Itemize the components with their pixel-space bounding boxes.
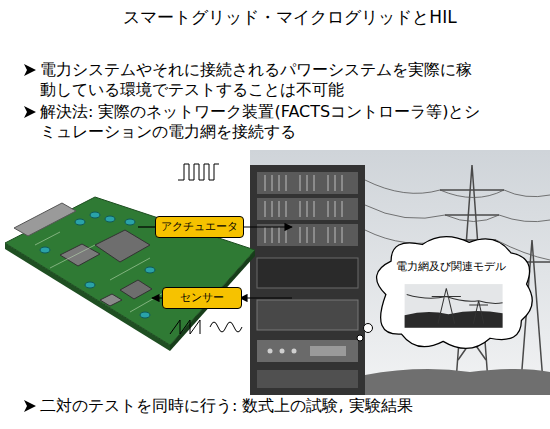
cable bbox=[365, 205, 550, 222]
chip bbox=[120, 280, 152, 299]
slot bbox=[265, 227, 342, 243]
grid-photo-towers bbox=[407, 288, 503, 323]
bubble bbox=[364, 324, 373, 333]
bullet-text: 二対のテストを同時に行う: 数式上の試験, 実験結果 bbox=[40, 396, 540, 416]
rack-module bbox=[257, 198, 358, 220]
bullet-text: 解決法: 実際のネットワーク装置(FACTSコントローラ等)とシミュレーションの… bbox=[40, 102, 485, 142]
connector bbox=[14, 203, 76, 236]
capacitor bbox=[105, 216, 115, 222]
cable bbox=[365, 180, 550, 198]
model-cloud: 電力網及び関連モデル bbox=[365, 232, 537, 357]
rack-module bbox=[257, 172, 358, 194]
actuator-box: アクチュエータ bbox=[155, 216, 244, 238]
rack-unit bbox=[257, 340, 358, 362]
pwm-wave bbox=[178, 164, 219, 180]
capacitor bbox=[145, 267, 155, 273]
rack-unit bbox=[257, 258, 358, 288]
controller-board bbox=[5, 197, 255, 351]
sensor-box: センサー bbox=[162, 287, 242, 309]
bubble bbox=[357, 335, 363, 341]
capacitor bbox=[85, 282, 95, 288]
bullet-marker bbox=[24, 64, 36, 76]
node-text: センサー bbox=[180, 291, 224, 305]
button bbox=[292, 349, 297, 354]
measurement-arrow bbox=[240, 297, 292, 298]
traces bbox=[35, 232, 165, 312]
rack-buttons bbox=[268, 346, 347, 356]
cloud-outline bbox=[365, 232, 537, 357]
grid-photo bbox=[405, 284, 503, 328]
sine-wave bbox=[210, 322, 242, 332]
capacitor bbox=[75, 219, 85, 225]
capacitor bbox=[125, 219, 135, 225]
thought-bubbles bbox=[357, 324, 373, 342]
button bbox=[280, 349, 285, 354]
bullet-marker bbox=[24, 400, 36, 412]
rack-unit bbox=[257, 300, 358, 330]
cloud-shape bbox=[377, 237, 533, 349]
trace bbox=[35, 232, 165, 312]
rack-slots bbox=[265, 175, 342, 243]
capacitor bbox=[140, 312, 150, 318]
power-line-photo bbox=[250, 150, 550, 395]
board bbox=[5, 197, 255, 345]
rack-frame bbox=[250, 165, 365, 395]
chip bbox=[95, 230, 150, 262]
sawtooth-wave bbox=[170, 320, 200, 334]
rack-unit bbox=[257, 370, 358, 388]
chip bbox=[100, 294, 122, 306]
display bbox=[310, 346, 346, 356]
chip bbox=[60, 244, 100, 266]
slide-title: スマートグリッド・マイクログリッドとHIL bbox=[40, 6, 540, 28]
bullet-marker bbox=[24, 106, 36, 118]
sky bbox=[250, 150, 550, 395]
capacitor bbox=[40, 247, 50, 253]
slot bbox=[265, 175, 342, 191]
capacitor bbox=[90, 212, 100, 218]
button bbox=[268, 349, 273, 354]
node-text: アクチュエータ bbox=[161, 220, 238, 234]
node-text: 電力網及び関連モデル bbox=[365, 260, 537, 274]
ground bbox=[365, 369, 550, 395]
bullet-text: 電力システムやそれに接続されるパワーシステムを実際に稼動している環境でテストする… bbox=[40, 60, 485, 100]
slot bbox=[265, 201, 342, 217]
simulator-rack bbox=[250, 165, 365, 395]
